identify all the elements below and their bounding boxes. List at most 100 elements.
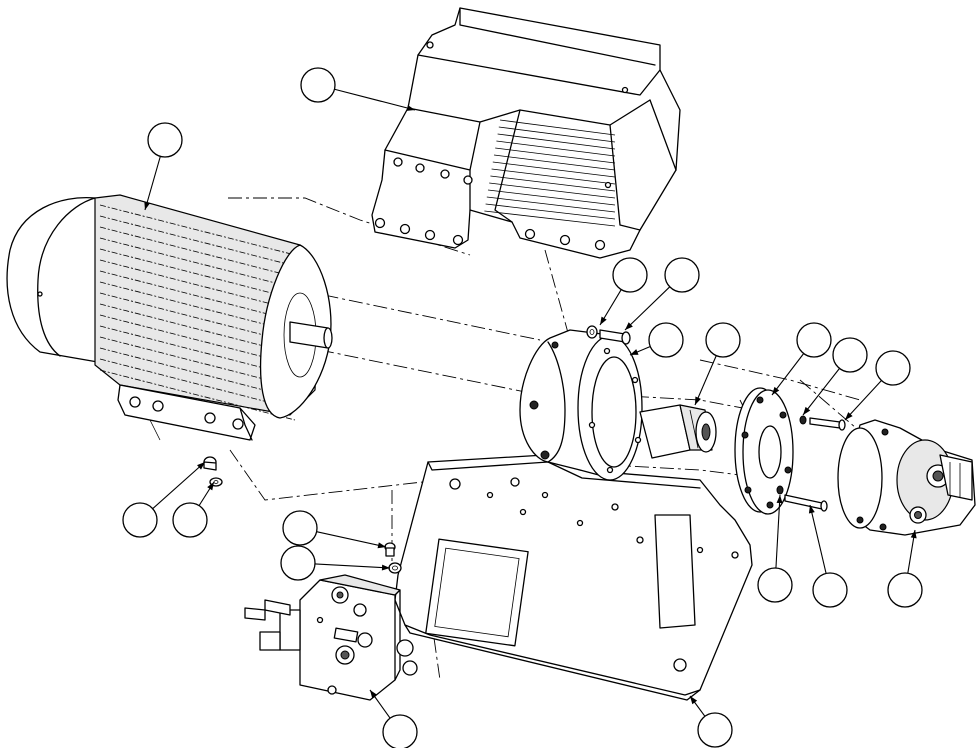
callout-circle (664, 257, 700, 293)
callout-balloon (599, 257, 648, 326)
callout-arrowhead (406, 105, 415, 111)
motor-fin (99, 226, 296, 278)
callout-balloon (771, 322, 832, 396)
callout-arrowhead (370, 690, 378, 699)
motor-fin (99, 281, 296, 333)
callout-balloon (802, 337, 868, 416)
bell-housing-bolt (599, 329, 631, 345)
manifold-washer (388, 562, 402, 574)
cover-fin (490, 175, 616, 192)
callout-circle (875, 350, 911, 386)
cover-fin (492, 161, 616, 178)
callout-leader (334, 88, 416, 111)
callout-arrowhead (207, 482, 214, 491)
pump-bolt-washer (776, 415, 807, 495)
cover-fin (496, 140, 616, 157)
callout-arrowhead (808, 505, 815, 514)
cover-fin (487, 189, 616, 206)
cover-fin (486, 196, 616, 213)
cover-fin (491, 168, 616, 185)
callout-balloon (694, 322, 741, 406)
motor-cooling-fins (99, 204, 296, 421)
callout-balloon (282, 510, 387, 549)
shaft-coupling (639, 404, 717, 459)
callout-leader (844, 380, 882, 421)
motor-fin (99, 215, 296, 267)
manifold-bolt (384, 542, 396, 557)
callout-circle (147, 122, 183, 158)
motor-guard-cover (371, 7, 681, 259)
callout-circle (382, 714, 418, 748)
bell-housing-washer (586, 325, 598, 339)
callout-circle (832, 337, 868, 373)
callout-circle (282, 510, 318, 546)
callout-circle (300, 67, 336, 103)
callout-balloon (122, 461, 206, 538)
callout-circle (757, 567, 793, 603)
cover-fin (493, 154, 616, 171)
callout-balloon (629, 322, 684, 358)
callout-leader (144, 156, 161, 211)
callout-arrowhead (803, 406, 811, 415)
callout-arrowhead (625, 322, 633, 330)
cover-fin (489, 182, 616, 199)
callout-balloon (887, 529, 923, 608)
callout-arrowhead (600, 316, 607, 325)
motor-fin (99, 248, 296, 300)
bell-housing (519, 329, 643, 481)
callout-balloon (689, 695, 733, 748)
cover-fin (497, 133, 616, 150)
callout-leader (809, 504, 827, 574)
callout-arrowhead (695, 396, 701, 405)
cover-fin (498, 126, 616, 143)
pump-adapter-plate (734, 387, 794, 515)
callout-balloon (300, 67, 416, 111)
valve-manifold (244, 574, 418, 701)
callout-arrowhead (144, 201, 151, 210)
callout-arrowhead (776, 495, 783, 504)
cover-fin (484, 210, 616, 227)
callout-leader (694, 355, 717, 406)
callout-balloons (122, 67, 923, 748)
callout-balloon (172, 481, 215, 538)
callout-circle (796, 322, 832, 358)
motor-fin (99, 358, 296, 410)
base-plate (394, 454, 753, 701)
callout-leader (316, 531, 387, 548)
callout-leader (152, 461, 206, 510)
motor-fin (99, 347, 296, 399)
callout-leader (775, 494, 781, 569)
callout-circle (812, 572, 848, 608)
motor-fin (99, 270, 296, 322)
pump-bolt (784, 417, 846, 512)
callout-leader (314, 563, 391, 569)
motor-fin (99, 259, 296, 311)
callout-circle (648, 322, 684, 358)
callout-leader (771, 353, 805, 396)
callout-circle (705, 322, 741, 358)
callout-balloon (808, 504, 848, 608)
callout-balloon (144, 122, 183, 211)
callout-leader (802, 368, 840, 416)
cover-fin (495, 147, 616, 164)
callout-balloon (280, 545, 391, 581)
callout-arrowhead (197, 462, 205, 470)
callout-circle (122, 502, 158, 538)
motor-fin (99, 237, 296, 289)
motor-mounting-bolt (203, 456, 217, 471)
callout-circle (887, 572, 923, 608)
motor-fin (99, 303, 296, 355)
cover-fin (499, 119, 616, 136)
cover-vent-fins (484, 119, 616, 227)
electric-motor (6, 194, 333, 441)
hydraulic-pump (837, 419, 976, 536)
callout-balloon (844, 350, 911, 421)
motor-fin (99, 314, 296, 366)
callout-leader (624, 286, 671, 331)
callout-circle (280, 545, 316, 581)
callout-balloon (757, 494, 793, 603)
motor-fin (99, 204, 296, 256)
callout-circle (697, 712, 733, 748)
